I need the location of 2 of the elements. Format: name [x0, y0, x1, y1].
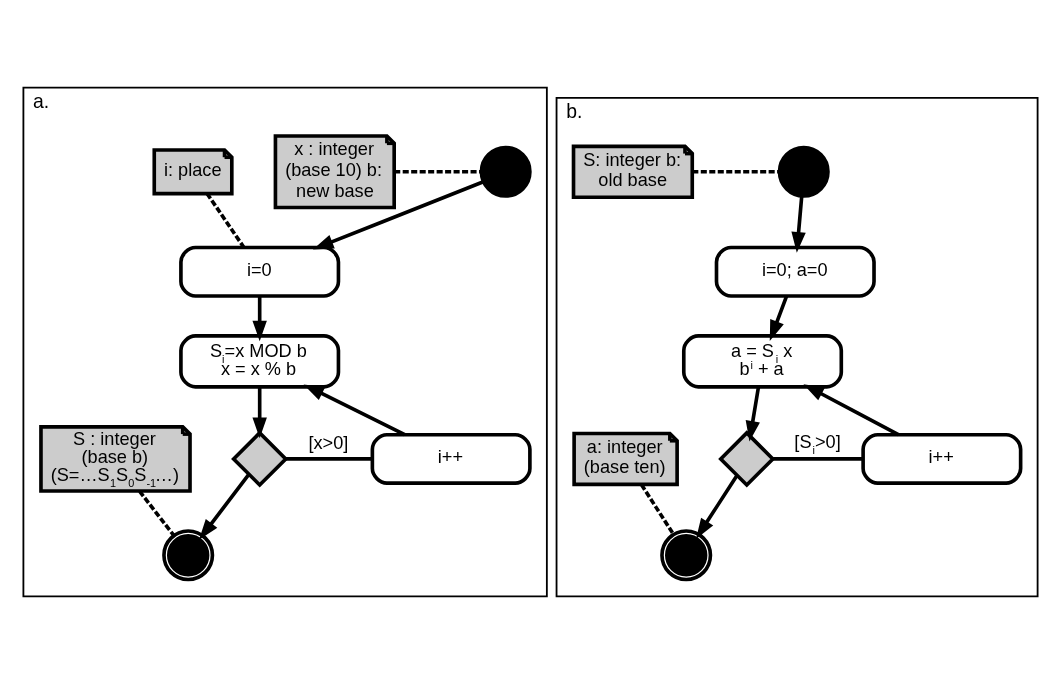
edge-label: [x>0] — [308, 433, 349, 454]
edge-label: [S$_{i}$>0] — [794, 432, 841, 457]
